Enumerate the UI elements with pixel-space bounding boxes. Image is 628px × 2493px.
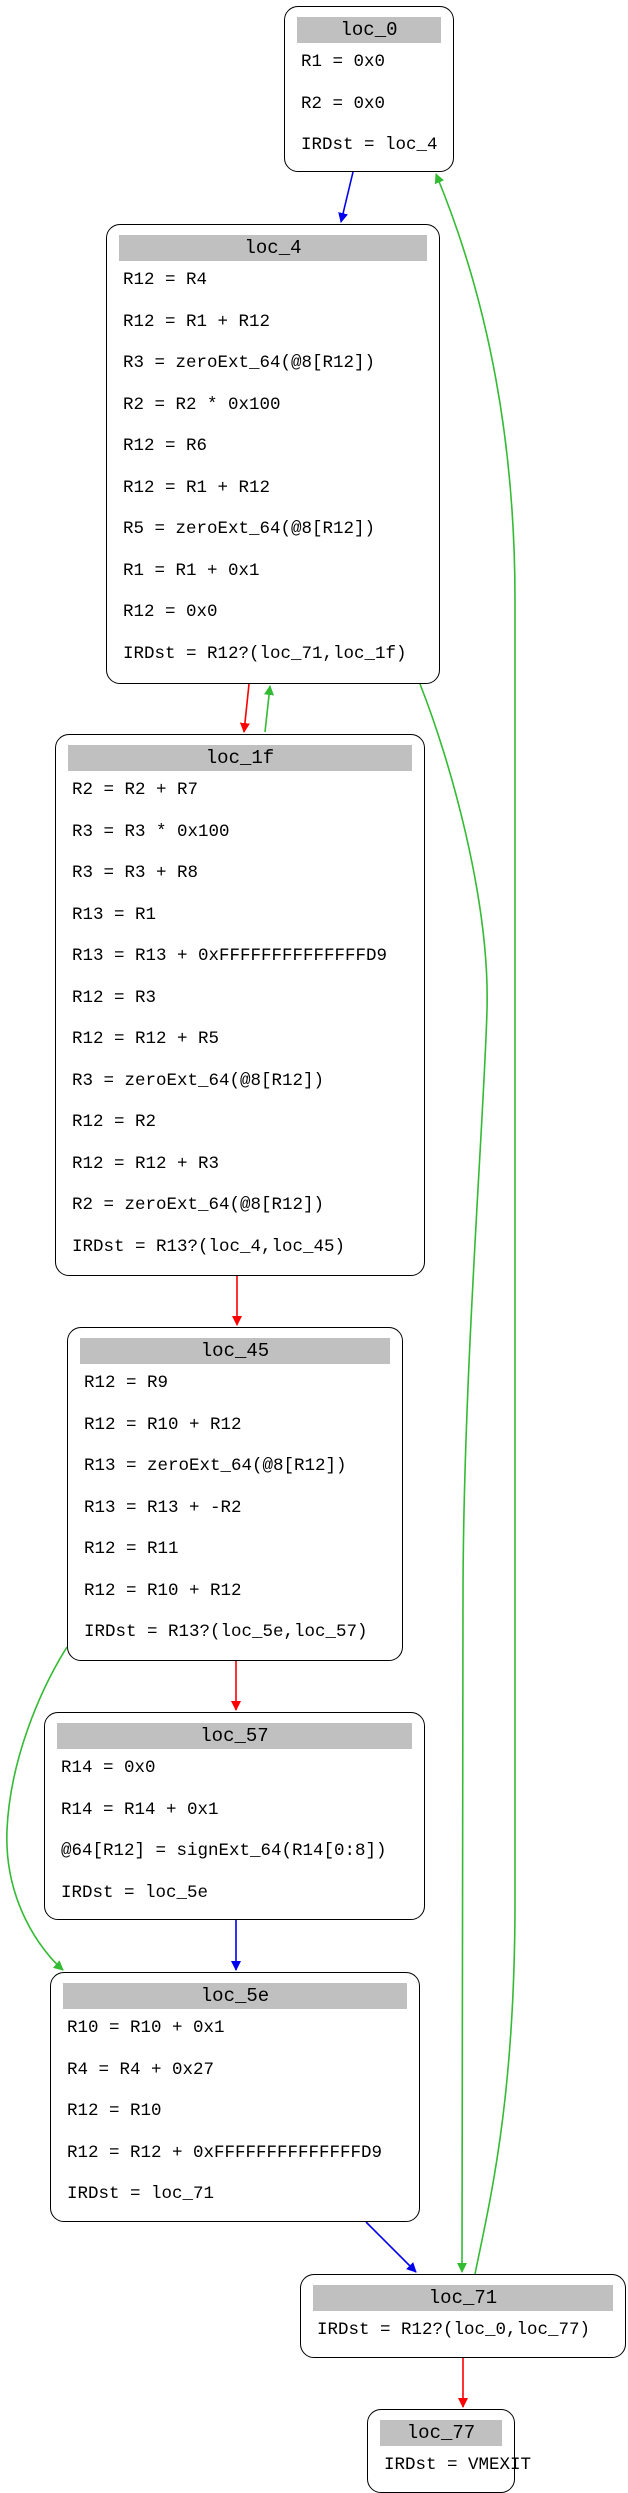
node-title: loc_45: [80, 1338, 390, 1364]
node-title: loc_0: [297, 17, 441, 43]
code-line: IRDst = R12?(loc_0,loc_77): [317, 2320, 591, 2340]
code-line: R3 = R3 * 0x100: [72, 821, 230, 842]
code-line: IRDst = loc_5e: [61, 1882, 209, 1903]
code-line: R12 = R10 + R12: [84, 1414, 242, 1435]
code-line: R12 = R9: [84, 1373, 169, 1393]
node-title: loc_5e: [63, 1983, 407, 2009]
edge-loc-1f-to-loc-4: [264, 685, 274, 733]
code-line: R13 = zeroExt_64(@8[R12]): [84, 1456, 347, 1476]
node-title: loc_1f: [68, 745, 412, 771]
code-line: R12 = R2: [72, 1112, 157, 1132]
code-line: IRDst = R12?(loc_71,loc_1f): [123, 643, 407, 664]
code-line: IRDst = loc_4: [301, 135, 438, 155]
node-title: loc_77: [380, 2420, 502, 2446]
code-line: IRDst = VMEXIT: [384, 2455, 532, 2475]
code-line: R12 = R12 + R5: [72, 1029, 220, 1049]
edges-layer: [6, 171, 516, 2408]
code-line: R1 = R1 + 0x1: [123, 560, 260, 581]
code-line: R13 = R13 + -R2: [84, 1497, 242, 1518]
code-line: R12 = R3: [72, 987, 157, 1008]
code-line: R12 = R12 + R3: [72, 1153, 220, 1174]
code-line: R10 = R10 + 0x1: [67, 2018, 225, 2038]
code-line: R12 = R1 + R12: [123, 477, 271, 498]
code-line: R12 = R6: [123, 436, 208, 456]
node-loc-1f: loc_1f R2 = R2 + R7 R3 = R3 * 0x100 R3 = R3…: [55, 734, 425, 1276]
code-line: R2 = zeroExt_64(@8[R12]): [72, 1195, 325, 1215]
edge-loc-45-to-loc-5e: [6, 1646, 68, 1971]
code-line: R14 = 0x0: [61, 1758, 156, 1778]
edge-loc-4-to-loc-71: [419, 683, 488, 2273]
code-line: R2 = R2 + R7: [72, 780, 199, 800]
code-line: R3 = zeroExt_64(@8[R12]): [123, 353, 376, 373]
code-line: R2 = R2 * 0x100: [123, 394, 281, 415]
node-title: loc_71: [313, 2285, 613, 2311]
code-line: R12 = R4: [123, 270, 208, 290]
edge-loc-71-to-loc-0: [434, 173, 516, 2275]
edge-loc-5e-to-loc-71: [365, 2221, 417, 2273]
code-line: R12 = 0x0: [123, 602, 218, 622]
code-line: R5 = zeroExt_64(@8[R12]): [123, 519, 376, 539]
edge-loc-0-to-loc-4: [338, 171, 354, 223]
code-line: R13 = R1: [72, 904, 157, 925]
code-line: R12 = R10 + R12: [84, 1580, 242, 1601]
code-line: R14 = R14 + 0x1: [61, 1799, 219, 1820]
code-line: IRDst = R13?(loc_5e,loc_57): [84, 1622, 368, 1642]
node-title: loc_4: [119, 235, 427, 261]
code-line: IRDst = loc_71: [67, 2184, 215, 2204]
code-line: R12 = R12 + 0xFFFFFFFFFFFFFFD9: [67, 2142, 383, 2163]
edge-loc-4-to-loc-1f: [239, 683, 250, 733]
code-line: R2 = 0x0: [301, 93, 386, 114]
code-line: R13 = R13 + 0xFFFFFFFFFFFFFFD9: [72, 946, 388, 966]
code-line: R3 = R3 + R8: [72, 863, 199, 883]
code-line: R1 = 0x0: [301, 52, 386, 72]
code-line: @64[R12] = signExt_64(R14[0:8]): [61, 1841, 387, 1861]
code-line: R4 = R4 + 0x27: [67, 2059, 215, 2080]
code-line: R3 = zeroExt_64(@8[R12]): [72, 1070, 325, 1091]
code-line: IRDst = R13?(loc_4,loc_45): [72, 1236, 346, 1257]
code-line: R12 = R11: [84, 1539, 179, 1559]
code-line: R12 = R10: [67, 2101, 162, 2121]
node-title: loc_57: [57, 1723, 412, 1749]
code-line: R12 = R1 + R12: [123, 311, 271, 332]
